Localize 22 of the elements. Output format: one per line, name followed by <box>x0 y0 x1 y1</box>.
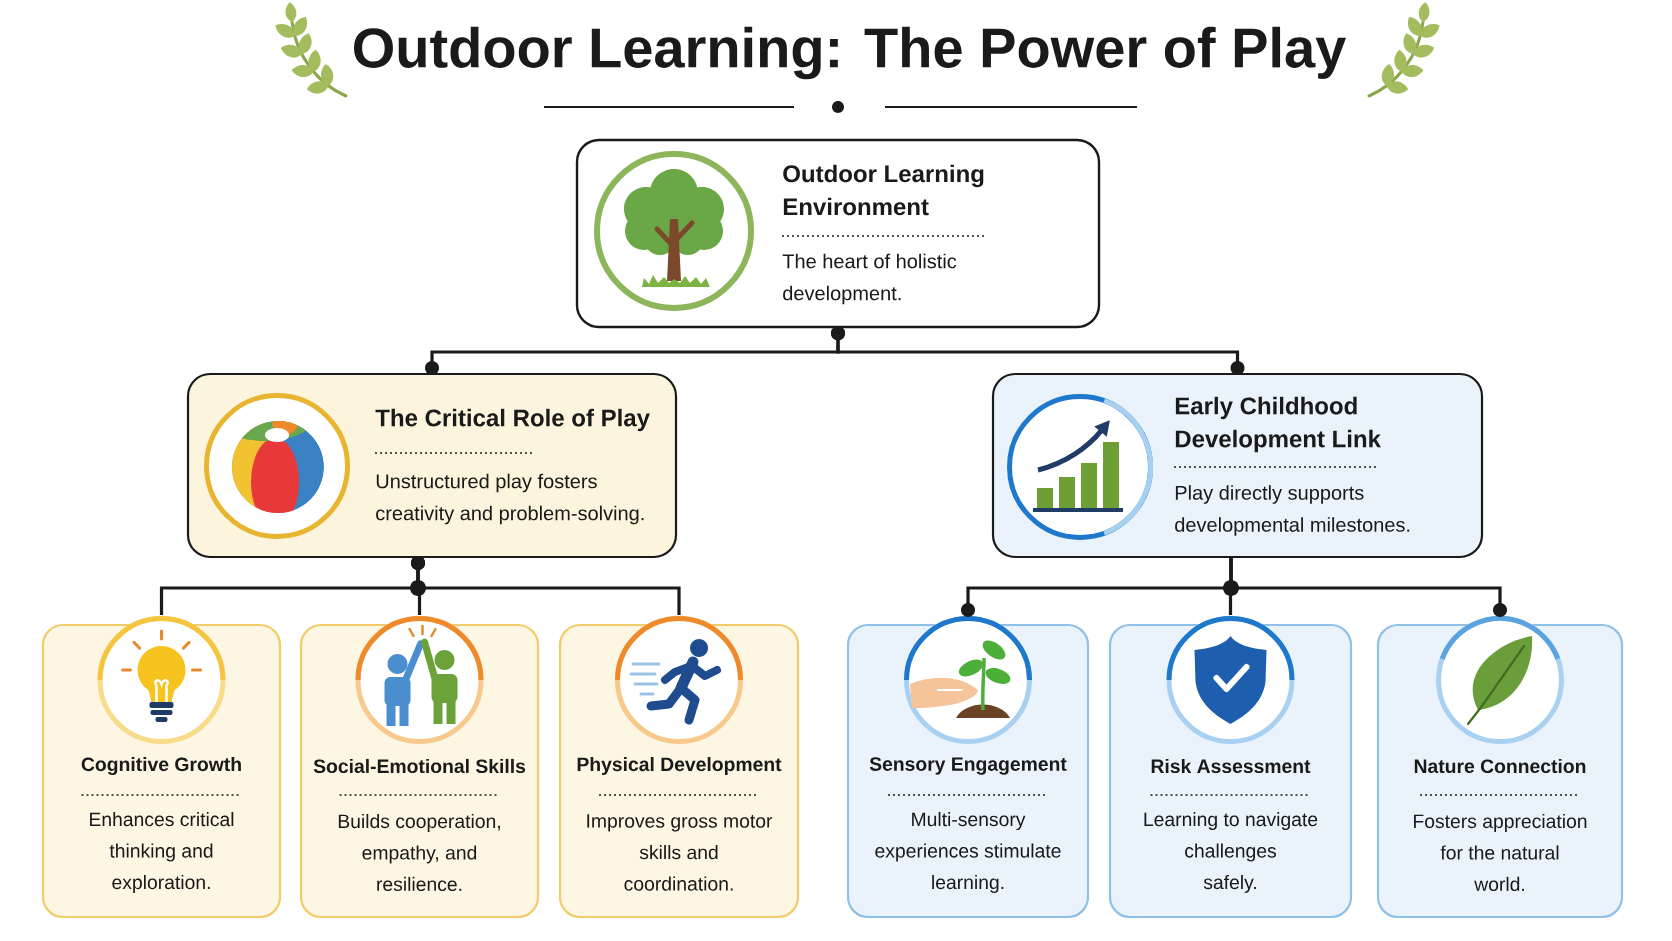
card-text: Learning to navigate challenges safely. <box>1144 812 1318 893</box>
card-heading: Social-Emotional Skills <box>313 758 526 774</box>
card-heading: The Critical Role of Play <box>375 408 650 432</box>
card-heading: Cognitive Growth <box>81 756 241 776</box>
card-text: Unstructured play fosters creativity and problem-solving. <box>376 473 644 525</box>
card-heading: Early Childhood Development Link <box>1175 396 1381 453</box>
card-text: Multi-sensory experiences stimulate learning. <box>875 812 1061 893</box>
title: Outdoor Learning: The Power of Play <box>354 26 1346 80</box>
card-text: Fosters appreciation for the natural world. <box>1414 813 1587 892</box>
card-heading: Outdoor Learning Environment <box>783 164 984 216</box>
connector <box>411 556 681 615</box>
card-text: Builds cooperation, empathy, and resilience. <box>338 813 500 892</box>
card-text: Improves gross motor skills and coordination. <box>587 814 773 891</box>
card-heading: Nature Connection <box>1414 758 1586 774</box>
card-text: Enhances critical thinking and exploration. <box>90 812 234 893</box>
connector <box>831 326 1245 375</box>
card-heading: Sensory Engagement <box>869 757 1067 775</box>
card-text: Play directly supports developmental milestones. <box>1175 485 1410 536</box>
card-text: The heart of holistic development. <box>782 253 957 305</box>
connector <box>1229 558 1507 617</box>
card-heading: Physical Development <box>577 757 782 775</box>
card-heading: Risk Assessment <box>1151 758 1311 774</box>
